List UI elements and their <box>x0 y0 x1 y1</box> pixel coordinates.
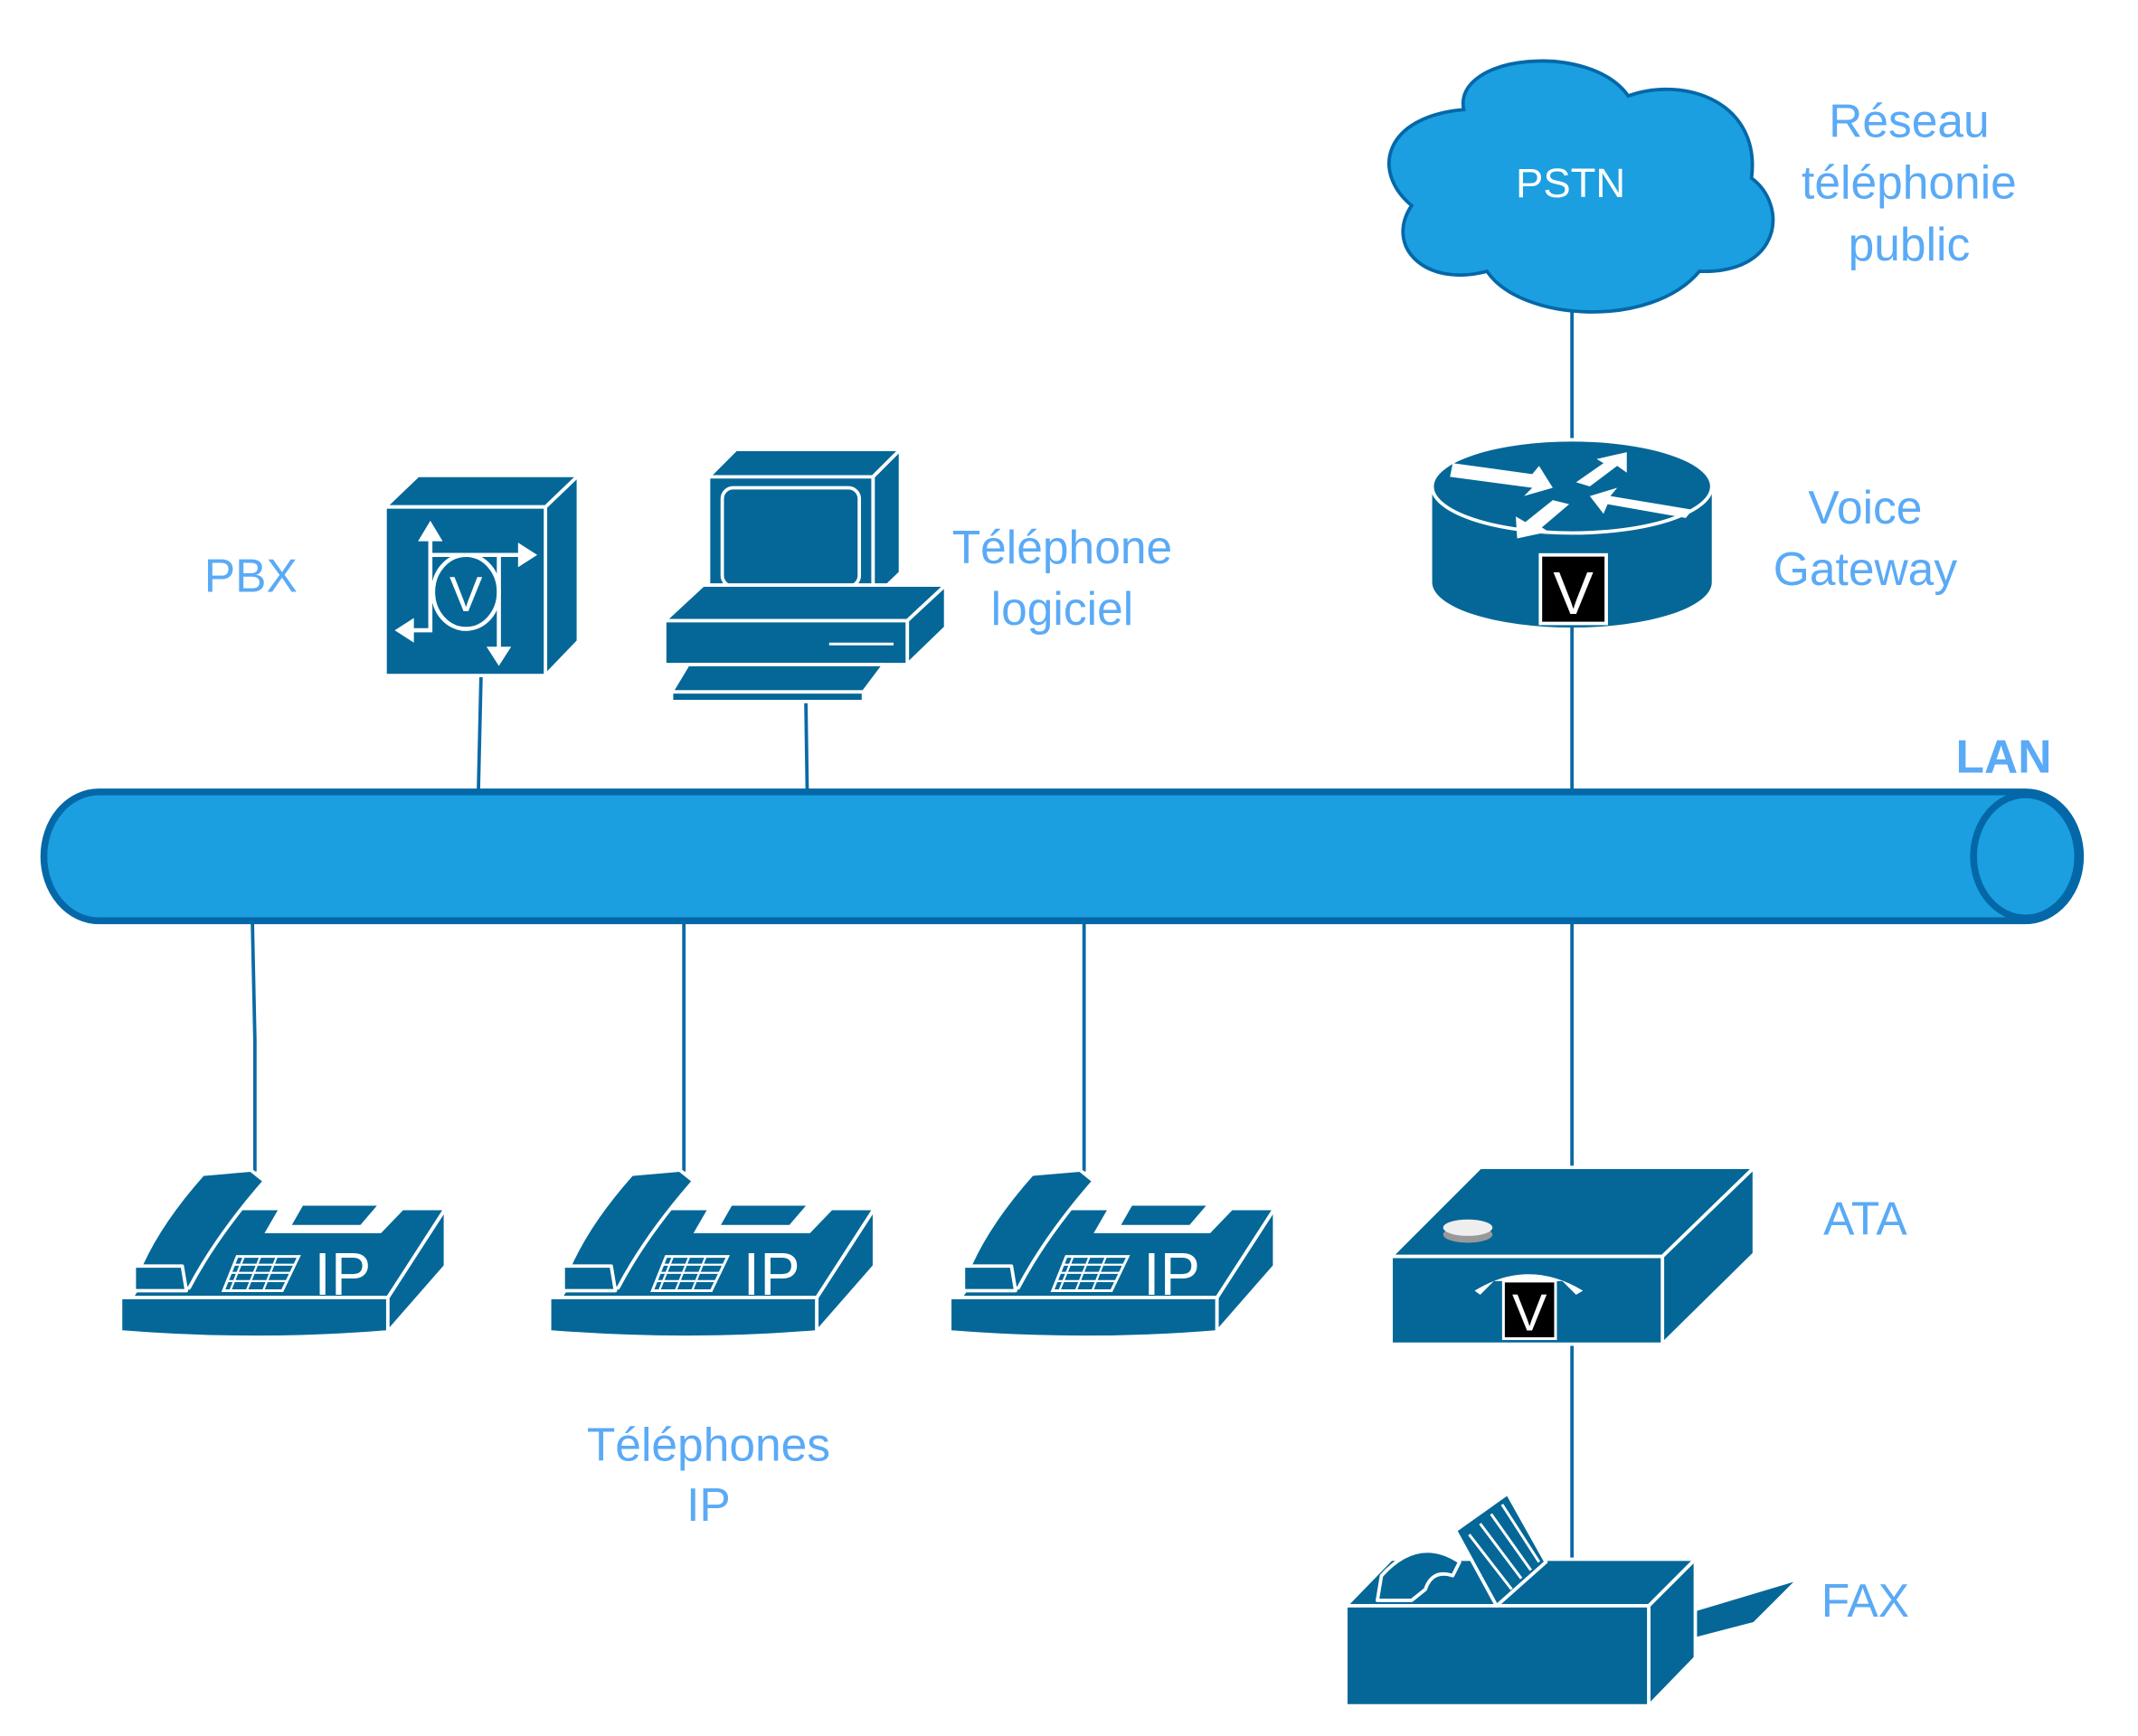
gateway-caption-line1: Voice <box>1808 481 1922 533</box>
ata-icon: V <box>1389 1165 1756 1346</box>
gateway-caption-line2: Gateway <box>1774 542 1958 595</box>
ip-phone-3-badge: IP <box>1143 1241 1200 1308</box>
ip-phone-1: IP <box>118 1168 448 1339</box>
lan-label: LAN <box>1956 731 2052 783</box>
pbx-v-badge: V <box>449 567 483 622</box>
fax-icon <box>1344 1491 1802 1708</box>
ip-phone-2-badge: IP <box>743 1241 800 1308</box>
ip-phones-caption-line1: Téléphones <box>587 1418 830 1470</box>
ip-phone-1-badge: IP <box>314 1241 371 1308</box>
ip-phone-3: IP <box>948 1168 1277 1339</box>
softphone-caption-line2: logiciel <box>991 582 1134 635</box>
computer-icon <box>663 448 948 703</box>
pstn-label: PSTN <box>1516 160 1625 206</box>
pstn-caption-line1: Réseau <box>1829 95 1990 147</box>
pbx-label: PBX <box>204 550 298 602</box>
pbx-icon: V <box>383 473 581 677</box>
pstn-cloud: PSTN <box>1387 59 1775 314</box>
ip-phones-caption-line2: IP <box>686 1478 731 1531</box>
lan-bus <box>40 788 2085 925</box>
softphone-caption-line1: Téléphone <box>952 521 1172 573</box>
ata-label: ATA <box>1823 1192 1907 1244</box>
gateway-v-badge: V <box>1553 561 1594 627</box>
wire-phone1-lan <box>250 910 257 1172</box>
voice-gateway-router-icon: V <box>1430 438 1714 628</box>
pstn-caption-line3: public <box>1849 218 1971 270</box>
wire-pbx-lan <box>476 675 483 795</box>
ip-phone-2: IP <box>547 1168 876 1339</box>
fax-label: FAX <box>1821 1574 1909 1627</box>
pstn-caption-line2: téléphonie <box>1802 156 2017 209</box>
ata-v-badge: V <box>1512 1284 1547 1342</box>
wire-softphone-lan <box>804 701 809 795</box>
